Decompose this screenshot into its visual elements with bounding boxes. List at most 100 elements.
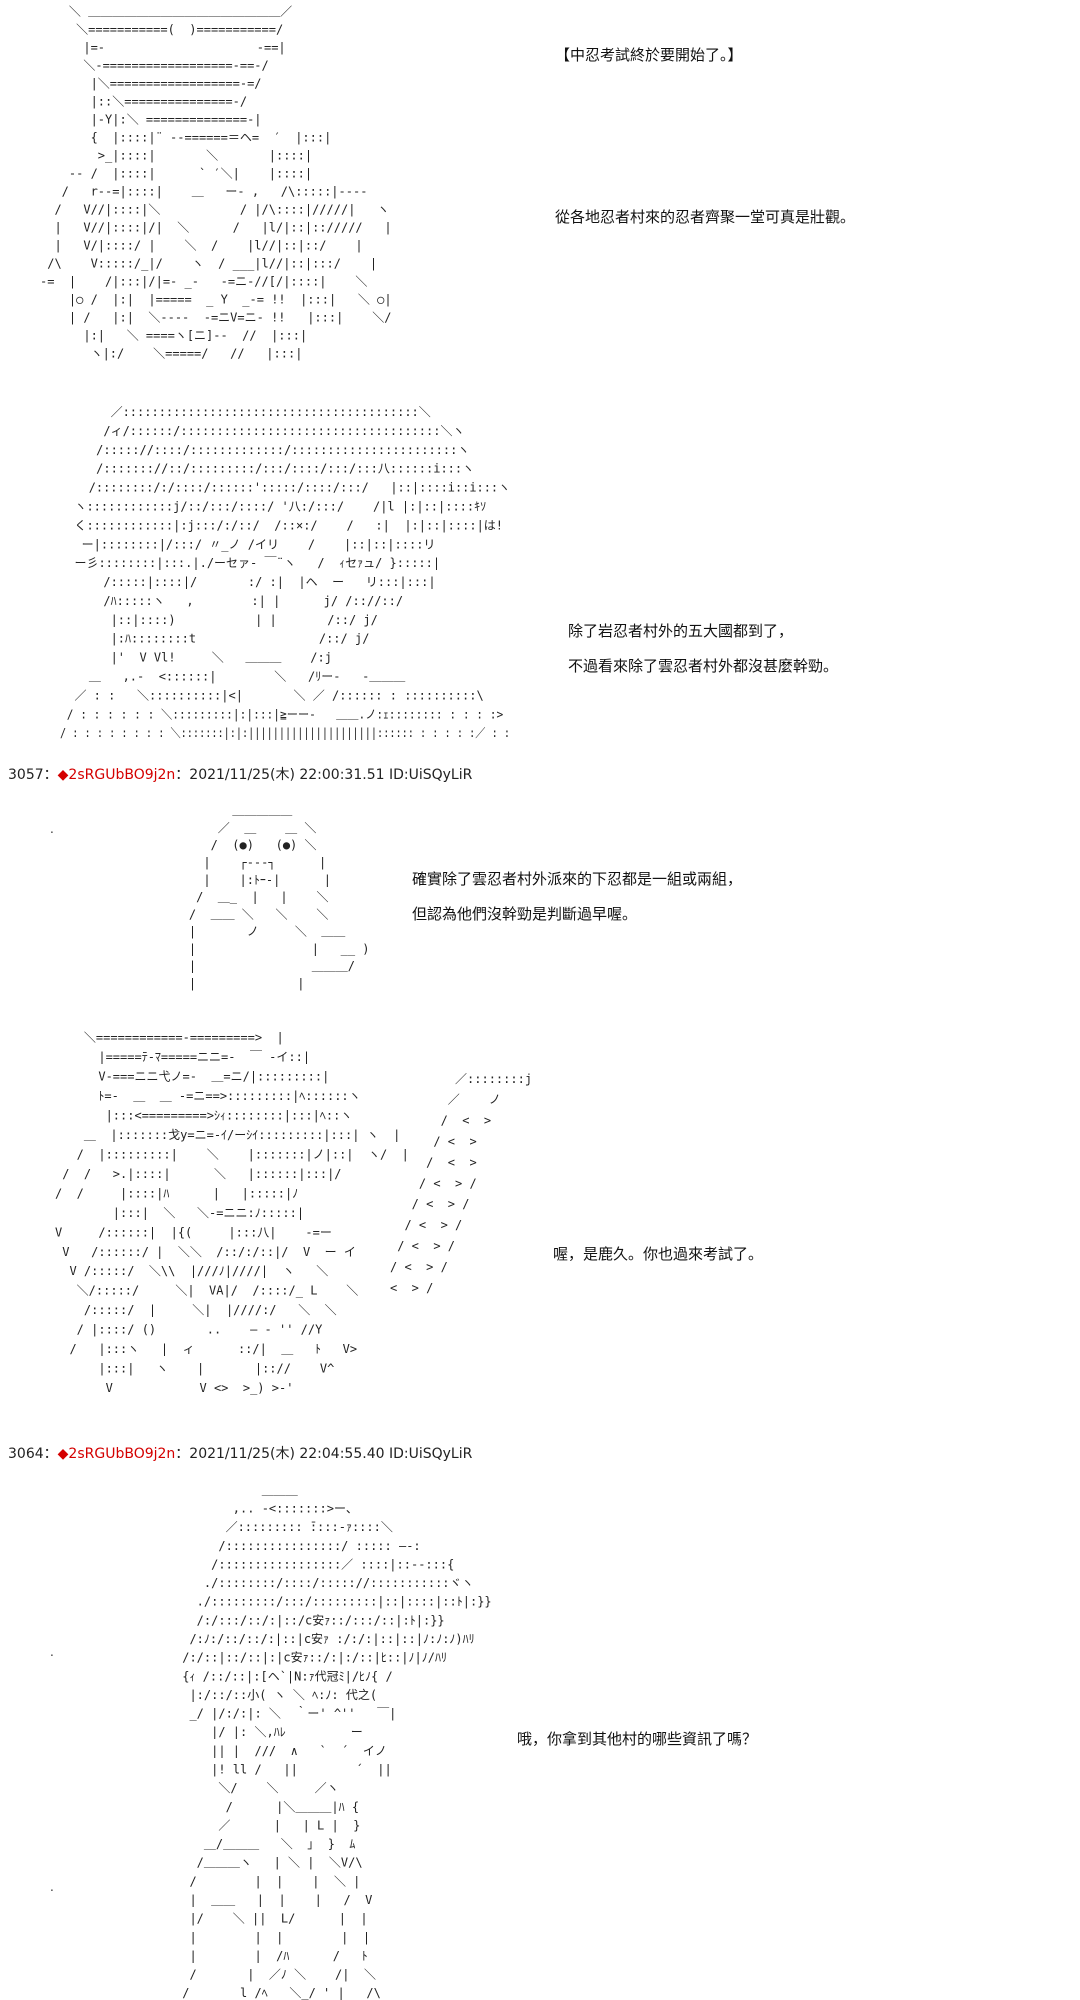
post-datetime: ：2021/11/25(木) 22:04:55.40 [175, 1446, 385, 1462]
ascii-art-line: || | /// ∧ ` ´ イノ [175, 1744, 387, 1758]
ascii-art-line: V-===ニニ弋ノ=- ＿=ニ/|:::::::::| [55, 1070, 329, 1084]
post-trip[interactable]: 2sRGUbBO9j2n [68, 1446, 176, 1462]
post-id: ID:UiSQyLiR [388, 1446, 473, 1462]
ascii-art-armored-figure-svg: ＼============-=========> | |=====ﾃ-ﾏ====… [55, 1031, 409, 1396]
ascii-art-line: / V//|::::|＼ / |/\::::|/////| ヽ [40, 202, 389, 216]
dialogue-shikaku: 喔，是鹿久。你也過來考試了。 [553, 1237, 763, 1272]
ascii-art-line: ／::::::::j [390, 1072, 532, 1086]
ascii-art-line: / < > / [390, 1218, 462, 1232]
dialogue-not-too-early: 確實除了雲忍者村外派來的下忍都是一組或兩組， 但認為他們沒幹勁是判斷過早喔。 [412, 862, 742, 932]
ascii-art-line: / / >.|::::| ＼ |::::::|:::|/ [55, 1167, 342, 1181]
ascii-art-line: /::::::::::::::::/ ::::: ―-: [175, 1539, 421, 1553]
ascii-art-line: / | ／ﾉ ＼ /| ＼ [175, 1968, 376, 1982]
ascii-art-line: ＿ ,.- <::::::| ＼ /ﾘー- -＿＿＿ [60, 670, 405, 684]
ascii-art-line: | ノ ＼ ＿＿ [160, 925, 345, 939]
ascii-art-line: |-Y|:＼ ==============-| [40, 112, 262, 126]
ascii-art-line: / l /ﾍ ＼_/ ' | /\ [175, 1986, 381, 2000]
ascii-art-line: | |:ﾄｰ-| | [160, 873, 331, 887]
ascii-art-line: ./::::::::/::::/::::://:::::::::::ヾヽ [175, 1576, 474, 1590]
ascii-art-line: / : : : : : : : : ＼:::::::|:|:||||||||||… [60, 726, 510, 740]
ascii-art-line: ヽ::::::::::::j/::/:::/::::/ '八:/:::/ /|l… [60, 500, 486, 514]
ascii-art-spiky-hair: ／:::::::::::::::::::::::::::::::::::::::… [60, 400, 510, 740]
ascii-art-line: |:| ＼ ====ヽ[ニ]-- // |:::| [40, 328, 307, 342]
stray-dot: . [50, 1645, 54, 1659]
ascii-art-line: |/ ＼ || L/ | | [175, 1912, 368, 1926]
ascii-art-line: /::::::::/:/::::/::::::':::::/::::/:::/ … [60, 481, 510, 495]
ascii-art-lines: ＼============-=========> | |=====ﾃ-ﾏ====… [55, 1031, 409, 1396]
dialogue-line: 哦，你拿到其他村的哪些資訊了嗎？ [517, 1730, 758, 1748]
ascii-art-line: ＼============-=========> | [55, 1031, 284, 1045]
ascii-art-line: |○ / |:| |===== _ Y _-= !! |:::| ＼ ○| [40, 292, 392, 306]
dialogue-line: 不過看來除了雲忍者村外都沒甚麼幹勁。 [568, 657, 839, 675]
ascii-art-line: / |＼＿＿＿|ﾊ { [175, 1800, 359, 1814]
post-id: ID:UiSQyLiR [388, 767, 473, 783]
ascii-art-spiky-hair-svg: ／:::::::::::::::::::::::::::::::::::::::… [60, 405, 510, 740]
dialogue-line: 但認為他們沒幹勁是判斷過早喔。 [412, 905, 638, 923]
stray-dot: . [50, 1880, 54, 1894]
ascii-art-line: ー彡::::::::|:::.|./ーセァ- ￣¨ヽ / ｨセｧュ/ }::::… [60, 556, 440, 570]
ascii-art-line: / |:::ヽ | ィ ::/| ＿ ﾄ V> [55, 1342, 357, 1356]
ascii-art-long-hair-svg: ＿＿＿ ,.. -<:::::::>ー、 ／::::::::: ̄::::-ｧ:… [175, 1483, 492, 2000]
narration-exam-start: 【中忍考試終於要開始了。】 [555, 38, 743, 73]
post-separator: ： [43, 1446, 58, 1462]
ascii-art-line: /::::://::::/:::::::::::::/:::::::::::::… [60, 443, 469, 457]
post-header-3057: 3057：◆2sRGUbBO9j2n：2021/11/25(木) 22:00:3… [8, 764, 472, 784]
ascii-art-ninja-hat-svg: ＼ ＿＿＿＿＿＿＿＿＿＿＿＿＿＿＿＿／ ＼===========( )=====… [40, 4, 392, 360]
ascii-art-line: /ィ/::::::/::::::::::::::::::::::::::::::… [60, 424, 464, 438]
ascii-art-line: ／::::::::: ̄::::-ｧ::::＼ [175, 1520, 393, 1534]
ascii-art-line: |/ |: ＼,ﾊﾚ ー [175, 1725, 363, 1739]
ascii-art-line: / / |::::|ﾊ | |:::::|ﾉ [55, 1186, 298, 1200]
ascii-art-line: V V <> >_) >-' [55, 1381, 293, 1395]
ascii-art-line: ／:::::::::::::::::::::::::::::::::::::::… [60, 405, 431, 419]
ascii-art-line: / r--=|::::| ＿ ー- , /\:::::|---- [40, 184, 367, 198]
ascii-art-lines: ／::::::::j ／ ノ / < > / < > / < > / < > /… [390, 1072, 532, 1295]
ascii-art-line: |:::<=========>ｼｨ::::::::|:::|ﾍ::ヽ [55, 1108, 352, 1122]
ascii-art-ladder-weapon: ／::::::::j ／ ノ / < > / < > / < > / < > /… [390, 1065, 630, 1295]
dialogue-five-nations: 除了岩忍者村外的五大國都到了， 不過看來除了雲忍者村外都沒甚麼幹勁。 [568, 614, 838, 684]
ascii-art-lines: ＿＿＿＿＿ ／ ＿ ＿ ＼ / (●) (●) ＼ | ┌---┐ | | |:… [160, 804, 370, 991]
ascii-art-line: /:ﾉ:/::/::/:|::|c安ｧ :/:/:|::|::|ﾉ:ﾉ:ﾉ)ﾊﾘ [175, 1631, 475, 1646]
ascii-art-line: V /::::::/ | ＼＼ /::/:/::|/ V ー イ [55, 1245, 356, 1259]
ascii-art-line: / : : : : : : ＼:::::::::|:|:::|≧ーー- ＿＿.ノ… [60, 707, 510, 721]
ascii-art-line: ＿＿＿ [175, 1483, 298, 1497]
ascii-art-line: ＼ ＿＿＿＿＿＿＿＿＿＿＿＿＿＿＿＿／ [40, 4, 292, 18]
post-number: 3057 [8, 767, 44, 783]
ascii-art-line: |:/::/::小( ヽ ＼ ﾍ:ﾉ: 代之( [175, 1688, 377, 1702]
ascii-art-line: ＼===========( )===========/ [40, 22, 283, 36]
ascii-art-line: / < > [390, 1114, 491, 1128]
ascii-art-line: V /::::::| |{( |:::八| -=ー [55, 1225, 332, 1239]
ascii-art-lines: ＿＿＿ ,.. -<:::::::>ー、 ／::::::::: ̄::::-ｧ:… [175, 1483, 492, 2000]
ascii-art-line: | ＿＿＿/ [160, 959, 355, 973]
ascii-art-line: ,.. -<:::::::>ー、 [175, 1501, 358, 1515]
ascii-art-line: / < > / [390, 1176, 477, 1190]
ascii-art-line: ＿＿＿＿＿ [160, 804, 292, 818]
ascii-art-line: / < > / [390, 1239, 455, 1253]
ascii-art-round-face: ＿＿＿＿＿ ／ ＿ ＿ ＼ / (●) (●) ＼ | ┌---┐ | | |:… [160, 800, 400, 991]
ascii-art-line: _/ |/:/:|: ＼ ｀ー' ^'' ￣| [175, 1705, 396, 1721]
ascii-art-line: / < > [390, 1155, 484, 1169]
post-trip[interactable]: 2sRGUbBO9j2n [68, 767, 176, 783]
ascii-art-line: | V//|::::|/| ＼ / |l/|::|::///// | [40, 220, 392, 234]
ascii-art-line: ＼-==================-==-/ [40, 58, 269, 72]
ascii-art-line: ー|::::::::|/:::/ 〃_ノ /イリ / |::|::|::::リ [60, 537, 435, 551]
ascii-art-ladder-weapon-svg: ／::::::::j ／ ノ / < > / < > / < > / < > /… [390, 1072, 532, 1295]
trip-marker-icon: ◆ [57, 1446, 69, 1462]
post-header-3064: 3064：◆2sRGUbBO9j2n：2021/11/25(木) 22:04:5… [8, 1443, 472, 1463]
ascii-art-line: | | /ﾊ / ﾄ [175, 1949, 368, 1963]
ascii-art-line: >_|::::| ＼ |::::| [40, 148, 312, 162]
post-separator: ： [43, 767, 58, 783]
ascii-art-line: ＼/ ＼ ／ヽ [175, 1781, 339, 1795]
ascii-art-ninja-hat: ＼ ＿＿＿＿＿＿＿＿＿＿＿＿＿＿＿＿／ ＼===========( )=====… [40, 0, 600, 360]
ascii-art-line: ＼/:::::/ ＼| VA|/ /::::/_ L ＼ [55, 1284, 358, 1298]
ascii-art-round-face-svg: ＿＿＿＿＿ ／ ＿ ＿ ＼ / (●) (●) ＼ | ┌---┐ | | |:… [160, 804, 370, 991]
post-number: 3064 [8, 1446, 44, 1462]
ascii-art-line: { |::::|¨ --======＝ヘ= ′ |:::| [40, 130, 331, 144]
ascii-art-line: /:/::|::/::|:|c安ｧ::/:|:/::|ﾋ::|ﾉ|ﾉ/ﾊﾘ [175, 1650, 447, 1665]
ascii-art-line: | / |:| ＼---- -=ニV=ニ- !! |:::| ＼/ [40, 310, 391, 324]
ascii-art-line: V /:::::/ ＼\\ |///ﾉ|////| ヽ ＼ [55, 1264, 328, 1278]
ascii-art-line: |' V Vl! ＼ ＿＿＿ /:j [60, 651, 339, 665]
ascii-art-line: /\ V:::::/_|/ ヽ / ___|l//|::|:::/ | [40, 256, 377, 270]
ascii-art-line: ／ ＿ ＿ ＼ [160, 821, 316, 835]
dialogue-info-question: 哦，你拿到其他村的哪些資訊了嗎？ [517, 1722, 757, 1757]
ascii-art-line: |:::| ヽ | |::// V^ [55, 1362, 334, 1376]
